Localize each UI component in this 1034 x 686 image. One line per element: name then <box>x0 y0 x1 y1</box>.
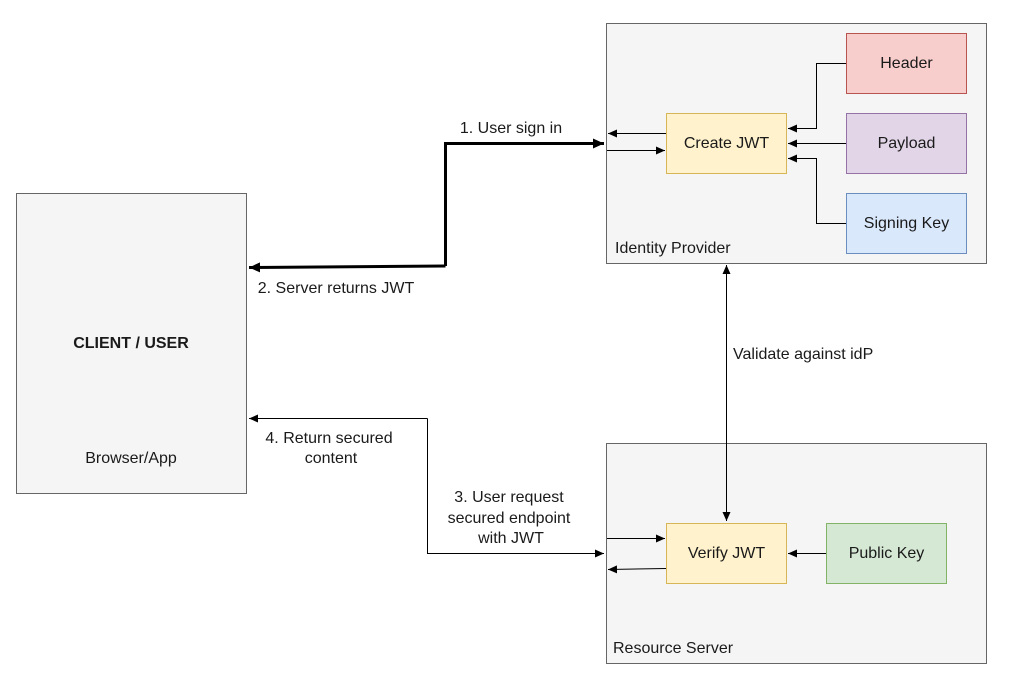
step4-label-line1: 4. Return secured <box>265 430 392 447</box>
create-jwt-label: Create JWT <box>684 135 770 152</box>
sign-in-arrow <box>444 138 604 266</box>
validate-label: Validate against idP <box>733 346 873 363</box>
step1-label: 1. User sign in <box>460 120 562 137</box>
header-label: Header <box>880 55 933 72</box>
verify-jwt-label: Verify JWT <box>688 545 766 562</box>
return-jwt-arrow <box>248 262 446 273</box>
step3-label-line1: 3. User request <box>454 489 564 506</box>
step3-label-line3: with JWT <box>477 530 544 547</box>
signing-to-create-arrow <box>788 154 846 224</box>
client-box <box>16 193 247 494</box>
request-endpoint-arrow <box>427 418 604 558</box>
resource-server-label: Resource Server <box>613 640 734 657</box>
client-title: CLIENT / USER <box>73 335 189 352</box>
payload-box <box>846 113 967 174</box>
create-jwt-box <box>666 113 787 174</box>
header-box <box>846 33 967 94</box>
public-key-box <box>826 523 947 584</box>
verify-to-rs-edge-arrow <box>607 565 667 574</box>
signing-key-box <box>846 193 967 254</box>
step4-label-line2: content <box>305 450 358 467</box>
header-to-create-arrow <box>788 63 846 133</box>
verify-jwt-box <box>666 523 787 584</box>
client-subtitle: Browser/App <box>85 450 177 467</box>
public-key-label: Public Key <box>849 545 925 562</box>
signing-key-label: Signing Key <box>864 215 949 232</box>
step2-label: 2. Server returns JWT <box>258 280 415 297</box>
step3-label-line2: secured endpoint <box>448 510 571 527</box>
identity-provider-label: Identity Provider <box>615 240 731 257</box>
payload-label: Payload <box>878 135 936 152</box>
